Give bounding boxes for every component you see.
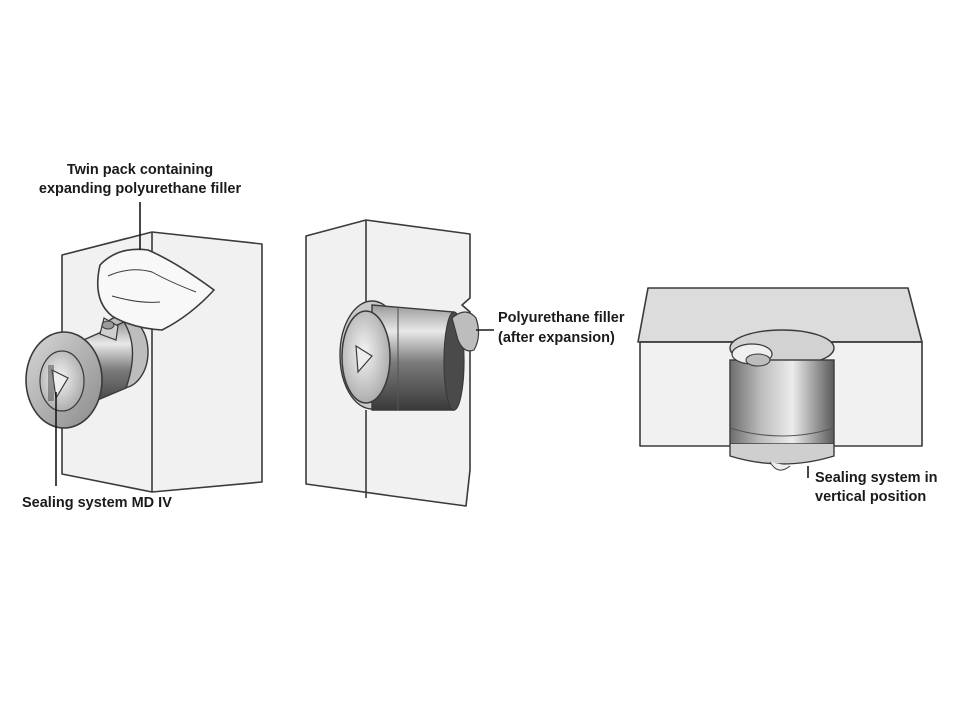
label-twin-pack-line1: Twin pack containing [67,162,213,178]
twin-pack-nozzle [99,317,119,341]
label-twin-pack-line2: expanding polyurethane filler [39,181,242,197]
right-filler-pouch [731,343,773,367]
label-filler-line2: (after expansion) [498,330,615,346]
label-filler-line1: Polyurethane filler [498,310,625,326]
middle-sealing-cylinder [341,304,465,411]
expanded-filler-blob [451,311,480,352]
label-vertical-line2: vertical position [815,489,926,505]
left-sealing-flange [25,331,103,429]
right-vertical-cylinder [729,329,835,471]
label-vertical-line1: Sealing system in [815,470,938,486]
label-sealing-system: Sealing system MD IV [22,495,172,511]
twin-pack-bag [96,248,216,331]
